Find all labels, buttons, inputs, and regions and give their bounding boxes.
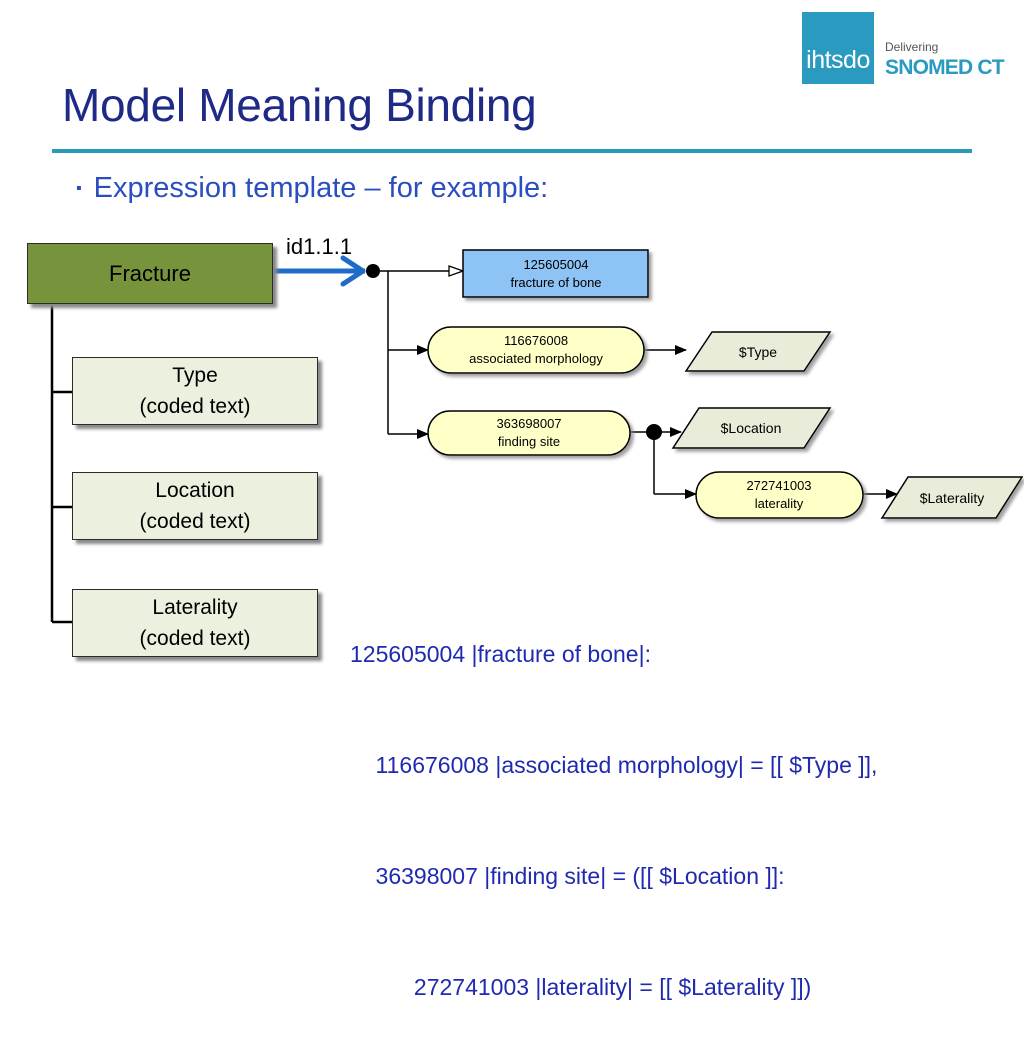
attribute-laterality: 272741003 laterality: [695, 471, 864, 519]
bullet-text: Expression template – for example:: [93, 172, 549, 204]
concept-code: 125605004: [523, 257, 588, 272]
expression-code-block: 125605004 |fracture of bone|: 116676008 …: [350, 562, 877, 1043]
bullet-item: ▪ Expression template – for example:: [76, 172, 548, 205]
expression-line: 116676008 |associated morphology| = [[ $…: [350, 752, 878, 778]
logo-tagline: Delivering: [885, 40, 939, 54]
value-location: $Location: [671, 407, 832, 449]
model-attribute-laterality: Laterality (coded text): [72, 589, 318, 657]
model-attribute-datatype: (coded text): [139, 510, 251, 533]
value-label: $Laterality: [920, 490, 985, 506]
attribute-code: 272741003: [746, 478, 811, 493]
model-attribute-datatype: (coded text): [139, 627, 251, 650]
model-attribute-name: Laterality: [152, 596, 238, 619]
attribute-term: finding site: [498, 434, 560, 449]
expression-line: 272741003 |laterality| = [[ $Laterality …: [350, 974, 812, 1000]
title-divider: [52, 149, 972, 153]
model-attribute-name: Location: [155, 479, 235, 502]
attribute-term: associated morphology: [469, 351, 603, 366]
attribute-code: 116676008: [504, 333, 568, 348]
expression-connectors: [366, 264, 898, 499]
ihtsdo-logo: ihtsdo: [802, 12, 874, 84]
model-attribute-datatype: (coded text): [139, 395, 251, 418]
model-attribute-name: Type: [172, 364, 218, 387]
model-tree-connectors: [50, 304, 72, 624]
model-root-label: Fracture: [109, 260, 191, 286]
model-attribute-location: Location (coded text): [72, 472, 318, 540]
binding-diagram: id1.1.1 125605004 fracture of bone 11667…: [50, 234, 1024, 624]
binding-id-label: id1.1.1: [286, 234, 352, 259]
expression-line: 36398007 |finding site| = ([[ $Location …: [350, 863, 785, 889]
value-label: $Type: [739, 344, 777, 360]
concept-term: fracture of bone: [510, 275, 601, 290]
logo-brand: SNOMED CT: [885, 56, 1005, 79]
attribute-code: 363698007: [496, 416, 561, 431]
attribute-associated-morphology: 116676008 associated morphology: [427, 326, 645, 374]
model-root-fracture: Fracture: [27, 243, 273, 304]
attribute-term: laterality: [755, 496, 804, 511]
value-label: $Location: [721, 420, 782, 436]
slide-title: Model Meaning Binding: [62, 79, 537, 131]
binding-arrow: id1.1.1: [273, 234, 366, 287]
model-attribute-type: Type (coded text): [72, 357, 318, 425]
attribute-finding-site: 363698007 finding site: [427, 410, 631, 456]
bullet-square-icon: ▪: [76, 179, 82, 197]
concept-fracture-of-bone: 125605004 fracture of bone: [462, 249, 649, 298]
value-type: $Type: [684, 331, 832, 372]
expression-line: 125605004 |fracture of bone|:: [350, 641, 651, 667]
value-laterality: $Laterality: [880, 476, 1024, 519]
logo-mark: ihtsdo: [806, 46, 870, 74]
